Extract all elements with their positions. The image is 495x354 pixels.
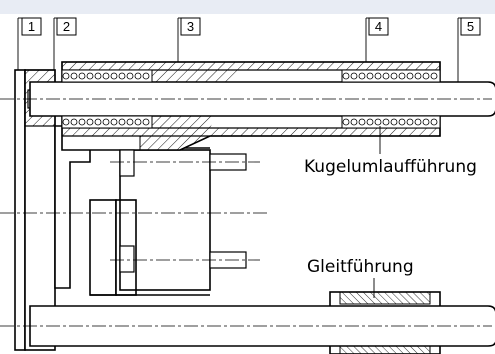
bearing-ball: [414, 118, 422, 126]
bearing-ball: [422, 72, 430, 80]
bearing-balls: [62, 72, 438, 126]
center-lines: [0, 98, 492, 327]
bearing-ball: [358, 72, 366, 80]
bearing-ball: [86, 72, 94, 80]
bearing-ball: [398, 72, 406, 80]
bearing-ball: [118, 118, 126, 126]
bearing-ball: [366, 118, 374, 126]
bearing-ball: [86, 118, 94, 126]
bearing-ball: [70, 118, 78, 126]
bearing-ball: [110, 118, 118, 126]
bearing-ball: [110, 72, 118, 80]
bearing-ball: [134, 118, 142, 126]
bearing-ball: [342, 118, 350, 126]
callout-4: 4: [368, 17, 389, 36]
bearing-ball: [430, 72, 438, 80]
bearing-ball: [382, 118, 390, 126]
bearing-ball: [118, 72, 126, 80]
bearing-ball: [406, 72, 414, 80]
svg-text:5: 5: [467, 19, 474, 34]
bearing-ball: [430, 118, 438, 126]
bearing-ball: [62, 72, 70, 80]
bearing-ball: [94, 118, 102, 126]
bearing-ball: [78, 72, 86, 80]
svg-text:1: 1: [28, 19, 35, 34]
bearing-ball: [414, 72, 422, 80]
bearing-ball: [374, 72, 382, 80]
bearing-ball: [390, 72, 398, 80]
bearing-ball: [422, 118, 430, 126]
bearing-ball: [134, 72, 142, 80]
bearing-ball: [126, 72, 134, 80]
bearing-ball: [342, 72, 350, 80]
callout-5: 5: [460, 17, 481, 36]
header-band: [0, 0, 495, 14]
bearing-ball: [390, 118, 398, 126]
bearing-ball: [62, 118, 70, 126]
bearing-ball: [126, 118, 134, 126]
bearing-ball: [382, 72, 390, 80]
label-ball-guide: Kugelumlaufführung: [304, 157, 477, 177]
callout-2: 2: [56, 17, 77, 36]
bearing-ball: [142, 72, 150, 80]
bearing-ball: [102, 118, 110, 126]
bearing-ball: [350, 72, 358, 80]
bearing-ball: [398, 118, 406, 126]
svg-text:2: 2: [63, 19, 70, 34]
bearing-ball: [366, 72, 374, 80]
bearing-ball: [78, 118, 86, 126]
label-plain-guide: Gleitführung: [307, 257, 414, 277]
bearing-ball: [94, 72, 102, 80]
bearing-ball: [142, 118, 150, 126]
bearing-ball: [70, 72, 78, 80]
bearing-ball: [374, 118, 382, 126]
bearing-ball: [350, 118, 358, 126]
studs: [119, 149, 247, 273]
callout-1: 1: [21, 17, 42, 36]
svg-text:3: 3: [187, 19, 194, 34]
bearing-ball: [406, 118, 414, 126]
bearing-ball: [102, 72, 110, 80]
callout-3: 3: [180, 17, 201, 36]
bearing-ball: [358, 118, 366, 126]
svg-text:4: 4: [375, 19, 382, 34]
